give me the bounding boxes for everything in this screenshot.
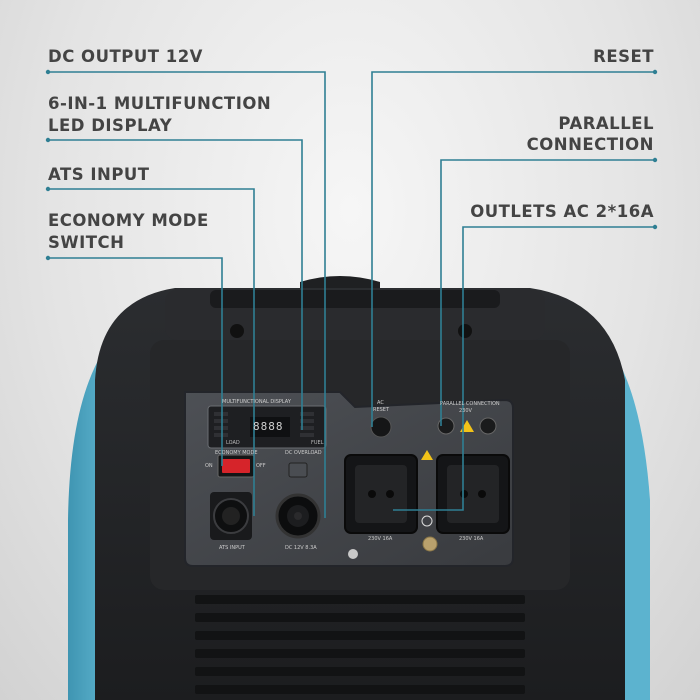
ground-terminal[interactable]: [422, 536, 438, 552]
callout-line-economy: [48, 257, 223, 466]
economy-mode-label: ECONOMY MODE: [215, 450, 258, 456]
outlet-left-rating: 230V 16A: [368, 536, 393, 542]
ats-input-panel-label: ATS INPUT: [219, 545, 245, 551]
callout-outlets: OUTLETS AC 2*16A: [470, 202, 654, 221]
callout-led-display-line2: LED DISPLAY: [48, 116, 173, 135]
callout-parallel-line2: CONNECTION: [526, 135, 654, 154]
callout-reset: RESET: [593, 47, 654, 66]
load-label: LOAD: [226, 440, 240, 446]
callout-line-ats-input: [48, 188, 255, 516]
fuel-label: FUEL: [311, 440, 324, 446]
callout-dc-output: DC OUTPUT 12V: [48, 47, 203, 66]
callout-economy-line1: ECONOMY MODE: [48, 211, 209, 230]
dc-overload-indicator: [288, 462, 308, 478]
callout-economy-line2: SWITCH: [48, 233, 125, 252]
outlet-right-rating: 230V 16A: [459, 536, 484, 542]
ac-reset-button[interactable]: [370, 416, 392, 438]
callout-parallel-line1: PARALLEL: [558, 114, 654, 133]
ground-symbol-icon: [421, 515, 433, 527]
display-digits: 8888: [253, 420, 284, 433]
parallel-terminal-left[interactable]: [437, 417, 455, 435]
switch-on-label: ON: [205, 463, 213, 469]
callout-line-reset: [371, 71, 655, 427]
callout-ats-input: ATS INPUT: [48, 165, 150, 184]
ac-label: AC: [377, 400, 384, 406]
callout-line-dc-output: [48, 71, 326, 518]
callout-led-display-line1: 6-IN-1 MULTIFUNCTION: [48, 94, 272, 113]
panel-screw: [348, 549, 358, 559]
parallel-voltage-label: 230V: [459, 408, 472, 414]
parallel-terminal-right[interactable]: [479, 417, 497, 435]
callout-line-parallel: [440, 159, 655, 426]
vent-grille: [195, 595, 525, 694]
display-title: MULTIFUNCTIONAL DISPLAY: [222, 399, 291, 405]
callout-line-outlets: [393, 226, 655, 511]
dc-rating-label: DC 12V 8.3A: [285, 545, 317, 551]
economy-switch[interactable]: [222, 459, 250, 473]
switch-off-label: OFF: [256, 463, 266, 469]
callout-line-led-display: [48, 139, 303, 430]
dc-overload-label: DC OVERLOAD: [285, 450, 322, 456]
reset-panel-label: RESET: [373, 407, 390, 413]
parallel-connection-panel-label: PARALLEL CONNECTION: [440, 401, 500, 407]
